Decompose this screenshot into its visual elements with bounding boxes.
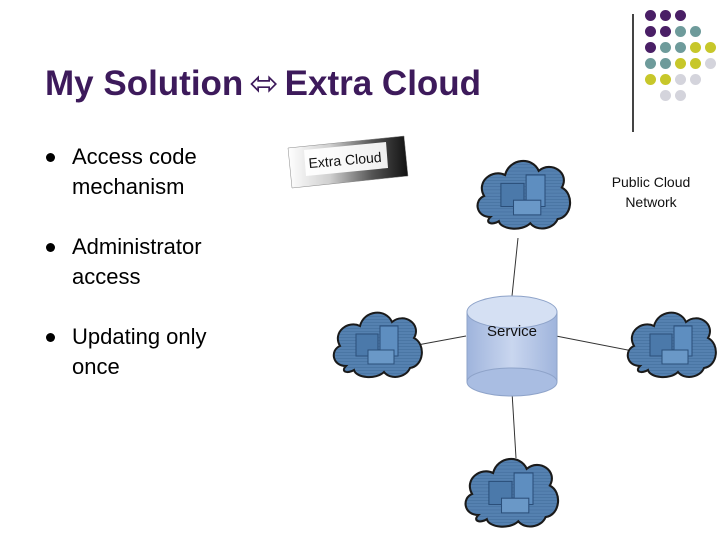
decorative-dot: [705, 42, 716, 53]
decorative-dot: [705, 58, 716, 69]
decorative-dot: [645, 26, 656, 37]
service-cylinder-icon: [466, 295, 558, 397]
bullet-text-line2: once: [72, 354, 120, 379]
cloud-top-icon: [476, 159, 572, 230]
slide-title: My Solution⬄Extra Cloud: [45, 64, 481, 104]
link-right: [555, 335, 639, 353]
decorative-dot: [645, 74, 656, 85]
decorative-dot: [660, 10, 671, 21]
link-top: [511, 237, 519, 297]
cloud-bottom-icon: [464, 457, 560, 528]
decorative-vertical-line: [632, 14, 634, 132]
bullet-text-line1: Updating only: [72, 324, 207, 349]
public-cloud-label-line2: Network: [625, 194, 677, 210]
decorative-dot: [675, 26, 686, 37]
decorative-dot: [660, 74, 671, 85]
bullet-item: Administrator access: [44, 232, 244, 292]
bullet-list: Access code mechanism Administrator acce…: [44, 142, 244, 412]
double-arrow-icon: ⬄: [249, 64, 279, 103]
bullet-text-line2: access: [72, 264, 141, 289]
bullet-text-line1: Access code: [72, 144, 197, 169]
service-label: Service: [486, 323, 538, 340]
decorative-dot: [660, 90, 671, 101]
decorative-dot: [675, 90, 686, 101]
decorative-dot: [645, 10, 656, 21]
decorative-dot: [675, 74, 686, 85]
decorative-dot: [645, 58, 656, 69]
link-bottom: [511, 391, 517, 459]
decorative-dot: [690, 58, 701, 69]
decorative-dot: [660, 26, 671, 37]
decorative-dot: [690, 74, 701, 85]
bullet-icon: [46, 243, 55, 252]
decorative-dot: [675, 58, 686, 69]
title-left: My Solution: [45, 64, 244, 103]
decorative-dot: [675, 10, 686, 21]
bullet-text-line1: Administrator: [72, 234, 202, 259]
decorative-dot: [690, 42, 701, 53]
decorative-dot: [690, 26, 701, 37]
bullet-icon: [46, 153, 55, 162]
cloud-right-icon: [626, 311, 717, 379]
bullet-item: Access code mechanism: [44, 142, 244, 202]
cloud-left-icon: [332, 311, 423, 379]
decorative-dot: [660, 42, 671, 53]
title-right: Extra Cloud: [284, 64, 482, 103]
bullet-icon: [46, 333, 55, 342]
decorative-dot: [660, 58, 671, 69]
bullet-text-line2: mechanism: [72, 174, 185, 199]
decorative-dot-grid: [645, 10, 725, 120]
public-cloud-label-line1: Public Cloud: [611, 174, 691, 190]
public-cloud-label: Public Cloud Network: [596, 172, 706, 212]
bullet-item: Updating only once: [44, 322, 244, 382]
decorative-dot: [675, 42, 686, 53]
decorative-dot: [645, 42, 656, 53]
